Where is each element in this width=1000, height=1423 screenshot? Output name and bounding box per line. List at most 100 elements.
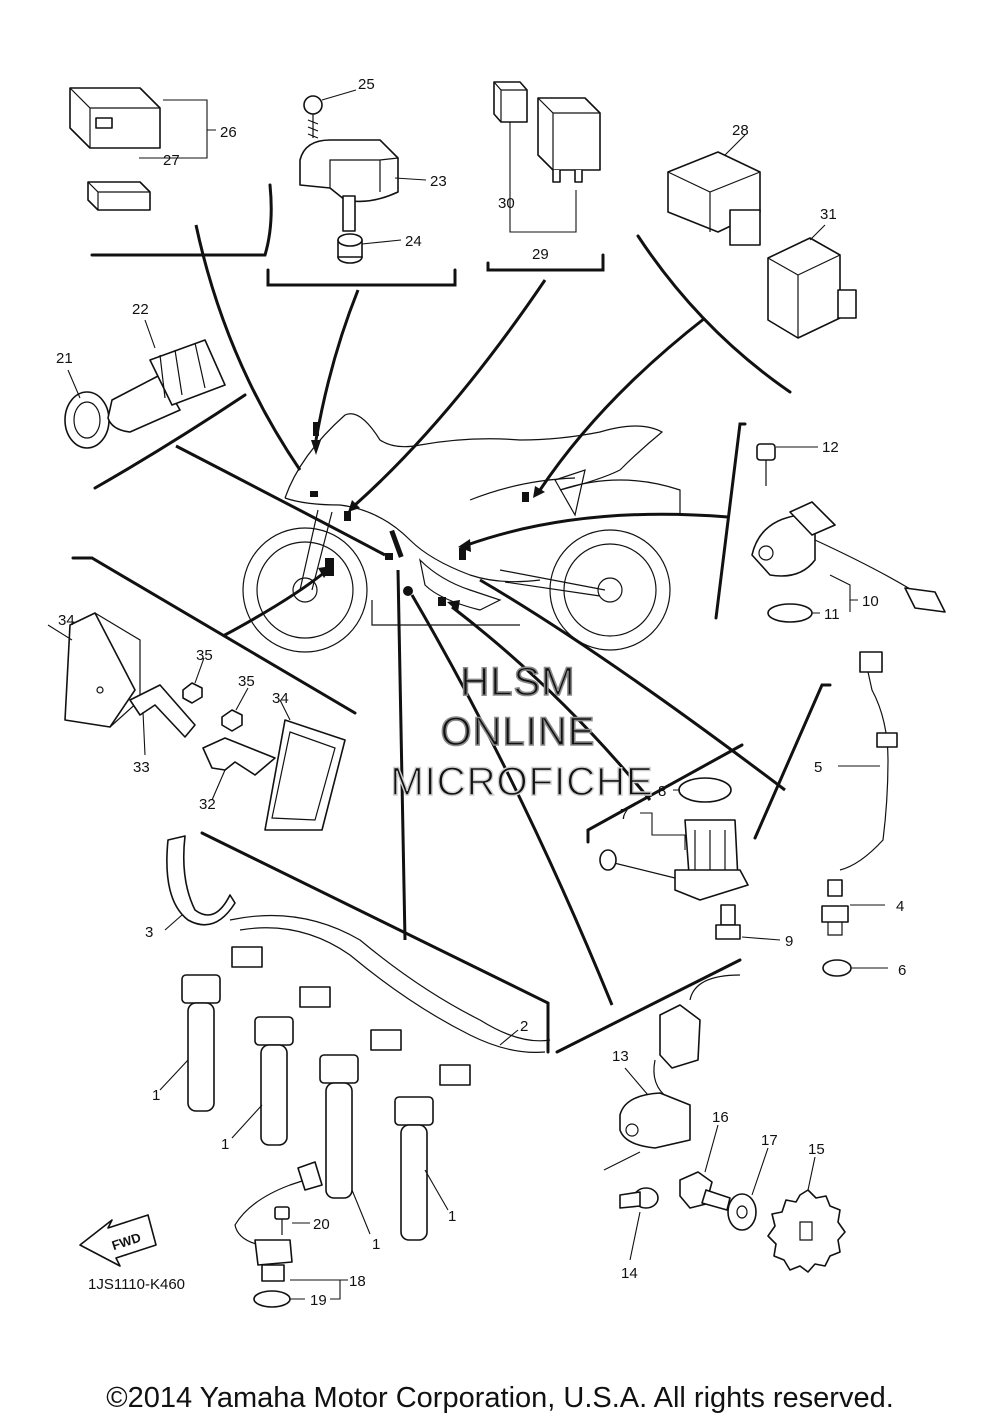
pointer-4 bbox=[479, 578, 786, 792]
fork bbox=[299, 509, 333, 591]
tail-triangle bbox=[554, 469, 586, 517]
part-18-sensor-lead bbox=[234, 1161, 323, 1282]
part-19-o-ring bbox=[253, 1290, 291, 1308]
part-30-connector bbox=[493, 81, 528, 123]
part-27-connector bbox=[87, 181, 151, 211]
front-fairing bbox=[284, 413, 664, 499]
callout-15: 15 bbox=[808, 1141, 825, 1158]
callout-23: 23 bbox=[430, 173, 447, 190]
part-33-bracket bbox=[129, 684, 196, 738]
callout-1-c: 1 bbox=[372, 1236, 380, 1253]
callout-17: 17 bbox=[761, 1132, 778, 1149]
part-28-control-unit bbox=[667, 151, 761, 246]
callout-1-b: 1 bbox=[221, 1136, 229, 1153]
part-1-ignition-coil-d bbox=[394, 1096, 434, 1241]
part-35-nut-lower bbox=[221, 709, 243, 732]
fwd-arrow-icon: FWD bbox=[79, 1214, 157, 1267]
callout-9: 9 bbox=[785, 933, 793, 950]
pointer-13 bbox=[410, 594, 614, 1006]
callout-27: 27 bbox=[163, 152, 180, 169]
part-2-wire-harness bbox=[229, 914, 551, 1086]
callout-10: 10 bbox=[862, 593, 879, 610]
part-26-connector bbox=[69, 87, 161, 149]
callout-13: 13 bbox=[612, 1048, 629, 1065]
part-1-ignition-coil-b bbox=[254, 1016, 294, 1146]
callout-20: 20 bbox=[313, 1216, 330, 1233]
part-17-washer bbox=[727, 1193, 757, 1231]
callout-2: 2 bbox=[520, 1018, 528, 1035]
callout-35-b: 35 bbox=[238, 673, 255, 690]
callout-35-a: 35 bbox=[196, 647, 213, 664]
part-14-bolt bbox=[619, 1187, 659, 1209]
rear-wheel bbox=[549, 529, 671, 651]
motorcycle-illustration bbox=[242, 413, 681, 653]
ground-box bbox=[371, 600, 520, 626]
bracket-10-12 bbox=[714, 422, 747, 620]
watermark-line-3: MICROFICHE bbox=[390, 760, 653, 804]
seat bbox=[469, 477, 576, 501]
callout-16: 16 bbox=[712, 1109, 729, 1126]
callout-18: 18 bbox=[349, 1273, 366, 1290]
watermark: HLSM ONLINE MICROFICHE bbox=[390, 659, 654, 805]
part-7-speed-sensor bbox=[599, 819, 749, 901]
part-20-bolt bbox=[274, 1206, 290, 1235]
bracket-28-31 bbox=[636, 234, 792, 394]
part-13-position-sensor bbox=[619, 974, 741, 1149]
part-3-clamp bbox=[166, 835, 236, 926]
part-25-screw bbox=[303, 95, 323, 139]
tail bbox=[559, 479, 681, 515]
part-31-control-unit bbox=[767, 237, 857, 339]
part-21-washer bbox=[64, 391, 110, 449]
callout-31: 31 bbox=[820, 206, 837, 223]
callout-32: 32 bbox=[199, 796, 216, 813]
bracket-21-22 bbox=[93, 393, 247, 490]
group-brackets bbox=[71, 183, 832, 1054]
pointer-2 bbox=[396, 569, 407, 941]
part-9-bolt bbox=[715, 904, 741, 940]
pointer-26 bbox=[194, 224, 302, 471]
bracket-23-25 bbox=[266, 268, 457, 287]
callout-14: 14 bbox=[621, 1265, 638, 1282]
part-11-o-ring bbox=[767, 603, 813, 623]
callout-1-a: 1 bbox=[152, 1087, 160, 1104]
callout-4: 4 bbox=[896, 898, 904, 915]
callout-26: 26 bbox=[220, 124, 237, 141]
pointer-7 bbox=[451, 605, 652, 801]
callout-29: 29 bbox=[532, 246, 549, 263]
callout-7: 7 bbox=[620, 806, 628, 823]
callout-3: 3 bbox=[145, 924, 153, 941]
part-8-o-ring bbox=[678, 777, 732, 803]
bracket-26-27 bbox=[90, 183, 273, 257]
pointer-23 bbox=[314, 289, 360, 441]
lower-fairing bbox=[284, 497, 541, 583]
callout-numbers: 1 1 1 1 2 3 4 5 6 7 8 9 10 11 12 13 14 1… bbox=[56, 76, 906, 1309]
bracket-29-30 bbox=[486, 253, 605, 272]
part-34-reflector-front bbox=[64, 612, 141, 728]
pointer-22 bbox=[175, 444, 386, 557]
callout-34-a: 34 bbox=[58, 612, 75, 629]
part-1-ignition-coil-a bbox=[181, 974, 221, 1112]
callout-33: 33 bbox=[133, 759, 150, 776]
part-4-sender bbox=[821, 879, 849, 936]
watermark-line-1: HLSM bbox=[460, 660, 575, 704]
catalog-code: 1JS1110-K460 bbox=[88, 1276, 185, 1293]
callout-12: 12 bbox=[822, 439, 839, 456]
callout-22: 22 bbox=[132, 301, 149, 318]
callout-8: 8 bbox=[658, 783, 666, 800]
callout-30: 30 bbox=[498, 195, 515, 212]
bracket-13-17 bbox=[555, 958, 742, 1054]
part-6-washer bbox=[822, 959, 852, 977]
arrowhead-23 bbox=[311, 440, 321, 455]
bracket-7-9 bbox=[586, 743, 744, 844]
part-5-wire-lead bbox=[839, 651, 898, 871]
part-32-bracket bbox=[202, 737, 276, 776]
callout-28: 28 bbox=[732, 122, 749, 139]
part-29-relay bbox=[537, 97, 601, 183]
part-1-ignition-coil-c bbox=[319, 1054, 359, 1199]
part-22-temperature-sensor bbox=[107, 339, 226, 433]
arrowhead-28 bbox=[533, 486, 545, 498]
bracket-4-6 bbox=[753, 683, 832, 840]
watermark-line-2: ONLINE bbox=[441, 710, 596, 754]
swingarm bbox=[499, 569, 606, 597]
pointer-34 bbox=[222, 570, 326, 638]
